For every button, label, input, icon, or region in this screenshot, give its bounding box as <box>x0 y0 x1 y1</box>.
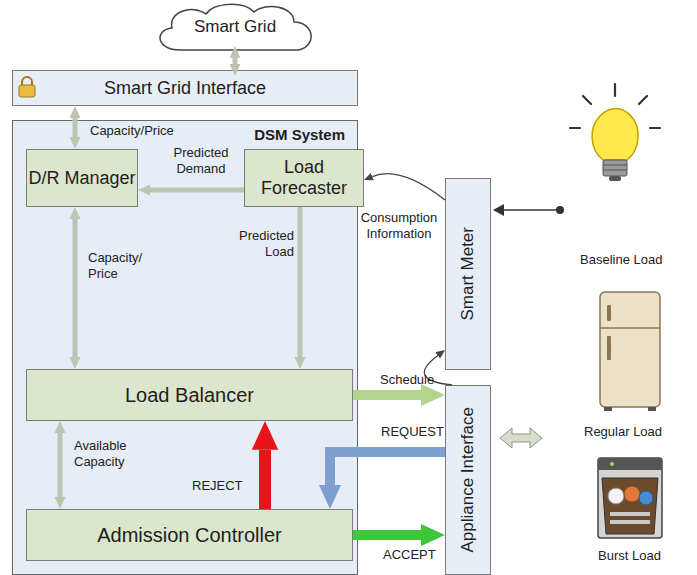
flow-arrow <box>73 118 78 137</box>
flow-arrow <box>73 219 78 357</box>
cloud-node: Smart Grid <box>150 2 320 52</box>
flow-arrow <box>330 452 445 485</box>
node-text: Admission Controller <box>97 524 282 547</box>
node-text: Load Forecaster <box>245 157 363 198</box>
container-title: DSM System <box>13 121 357 143</box>
flow-arrow <box>259 450 271 509</box>
node-text: D/R Manager <box>28 168 135 189</box>
appliance-label: Burst Load <box>598 548 661 564</box>
flow-arrow <box>298 207 303 357</box>
flow-arrow <box>353 390 421 400</box>
flow-arrow <box>58 433 63 497</box>
edge-label: Predicted Load <box>228 228 294 259</box>
process-box: Load Balancer <box>26 369 353 421</box>
edge-label: Capacity/ Price <box>88 250 152 281</box>
double-arrow <box>500 428 542 448</box>
edge-label: Capacity/Price <box>90 123 174 139</box>
edge-label: ACCEPT <box>383 547 436 563</box>
edge-label: Schedule <box>380 372 434 388</box>
flow-arrow <box>233 58 238 64</box>
node-text: Appliance Interface <box>458 407 478 553</box>
node-text: Load Balancer <box>125 384 254 407</box>
vertical-band: Appliance Interface <box>445 385 491 575</box>
flow-arrow <box>150 188 244 193</box>
node-text: Smart Grid Interface <box>104 78 266 99</box>
process-box: D/R Manager <box>26 149 138 207</box>
process-box: Admission Controller <box>26 509 353 561</box>
edge-label: Available Capacity <box>74 438 148 469</box>
padlock-icon <box>19 77 35 97</box>
edge-label: Consumption Information <box>354 210 444 241</box>
dishwasher <box>598 458 662 538</box>
edge-label: REQUEST <box>381 424 444 440</box>
vertical-band: Smart Meter <box>445 178 491 370</box>
refrigerator <box>600 292 660 411</box>
appliance-label: Baseline Load <box>580 252 662 268</box>
appliance-label: Regular Load <box>584 424 662 440</box>
interface-band: Smart Grid Interface <box>12 70 358 106</box>
edge-label: Predicted Demand <box>160 145 242 176</box>
process-box: Load Forecaster <box>244 149 364 207</box>
node-text: Smart Grid <box>194 17 276 37</box>
curved-arrow <box>372 174 445 200</box>
edge-label: REJECT <box>192 478 243 494</box>
light-bulb <box>570 84 660 181</box>
flow-arrow <box>353 530 421 540</box>
node-text: Smart Meter <box>458 227 478 321</box>
meter-link <box>493 204 564 216</box>
